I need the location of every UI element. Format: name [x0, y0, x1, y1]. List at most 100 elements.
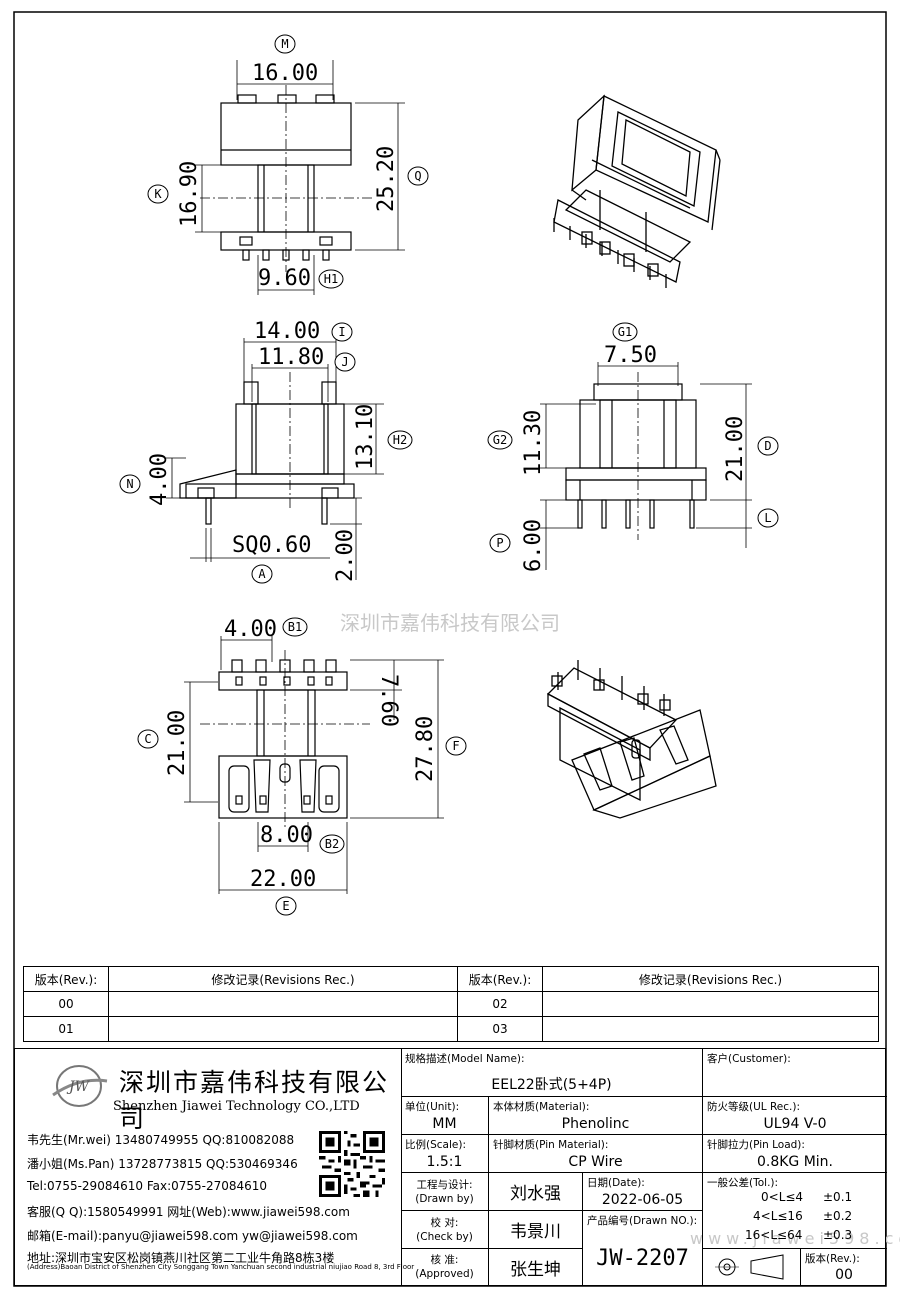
- dim-value: 16.90: [177, 161, 202, 227]
- check-by-value: 韦景川: [489, 1211, 583, 1249]
- svg-text:H1: H1: [324, 272, 338, 286]
- dim-balloon: K: [147, 184, 169, 204]
- dim-balloon: D: [757, 436, 779, 456]
- ul-cell: 防火等级(UL Rec.): UL94 V-0: [703, 1097, 887, 1135]
- dim-balloon: C: [137, 729, 159, 749]
- svg-text:JW: JW: [66, 1079, 91, 1095]
- isometric-view-bottom: [546, 660, 717, 819]
- check-by-label: 校 对: (Check by): [401, 1211, 489, 1249]
- dim-value: 14.00: [254, 319, 320, 344]
- dim-balloon: M: [274, 34, 296, 54]
- svg-text:A: A: [258, 567, 266, 581]
- rec-cell: [108, 991, 458, 1017]
- bottom-view-dims: [184, 636, 444, 894]
- drawn-no-cell: 产品编号(Drawn NO.): JW-2207: [583, 1211, 703, 1285]
- isometric-view-top: [553, 94, 721, 288]
- dim-balloon: H1: [318, 269, 344, 289]
- svg-text:P: P: [496, 536, 503, 550]
- title-block: JW 深圳市嘉伟科技有限公司 Shenzhen Jiawei Technolog…: [14, 1048, 887, 1286]
- dim-value: 2.00: [333, 529, 358, 582]
- dim-balloon: J: [334, 352, 356, 372]
- table-row: 00 02: [23, 991, 879, 1017]
- dim-value: 16.00: [252, 61, 318, 86]
- rev-cell: 00: [23, 991, 109, 1017]
- top-view: [200, 85, 372, 272]
- dim-balloon: F: [445, 736, 467, 756]
- sheet-frame: [13, 11, 887, 1287]
- contact-line: 潘小姐(Ms.Pan) 13728773815 QQ:530469346: [27, 1157, 298, 1171]
- dim-balloon: E: [275, 896, 297, 916]
- dim-value: 22.00: [250, 867, 316, 892]
- drawn-by-label: 工程与设计: (Drawn by): [401, 1173, 489, 1211]
- watermark-url: www.jiawei598.com: [690, 1229, 900, 1248]
- rec-cell: [108, 1016, 458, 1042]
- dim-balloon: I: [331, 322, 353, 342]
- svg-text:B1: B1: [288, 620, 302, 634]
- dim-value: 21.00: [165, 710, 190, 776]
- dim-value: 11.80: [258, 345, 324, 370]
- contact-line: Tel:0755-29084610 Fax:0755-27084610: [27, 1179, 268, 1193]
- rev-cell: 02: [457, 991, 543, 1017]
- dim-value: 6.00: [521, 519, 546, 572]
- version-cell: 版本(Rev.): 00: [805, 1253, 860, 1283]
- address-en: (Address)Baoan District of Shenzhen City…: [27, 1263, 415, 1271]
- company-name-cn: 深圳市嘉伟科技有限公司: [119, 1068, 390, 1133]
- dim-value: 7.50: [604, 343, 657, 368]
- dim-value: 4.00: [147, 453, 172, 506]
- dim-balloon: B2: [319, 834, 345, 854]
- svg-text:F: F: [452, 739, 459, 753]
- material-cell: 本体材质(Material): Phenolinc: [489, 1097, 703, 1135]
- approved-label: 核 准: (Approved): [401, 1249, 489, 1285]
- rev-cell: 01: [23, 1016, 109, 1042]
- svg-text:J: J: [341, 355, 348, 369]
- svg-text:N: N: [126, 477, 133, 491]
- rev-cell: 03: [457, 1016, 543, 1042]
- svg-text:K: K: [154, 187, 162, 201]
- dim-value: 11.30: [521, 410, 546, 476]
- top-view-dims: [195, 60, 405, 295]
- third-angle-projection-icon: [715, 1254, 784, 1280]
- front-view: [179, 372, 355, 525]
- dim-value: 13.10: [353, 404, 378, 470]
- dim-balloon: N: [119, 474, 141, 494]
- dim-balloon: B1: [282, 617, 308, 637]
- dim-balloon: L: [757, 508, 779, 528]
- dim-balloon: H2: [387, 430, 413, 450]
- contact-line: 客服(Q Q):1580549991 网址(Web):www.jiawei598…: [27, 1205, 350, 1219]
- rev-header: 版本(Rev.):: [457, 966, 543, 992]
- tolerance-cell: 一般公差(Tol.): 0<L≤4 ±0.1 4<L≤16 ±0.2 16<L≤…: [703, 1173, 887, 1249]
- projection-cell: [703, 1249, 801, 1285]
- approved-value: 张生坤: [489, 1249, 583, 1285]
- dim-balloon: A: [251, 564, 273, 584]
- table-row: 01 03: [23, 1016, 879, 1042]
- rev-record-header: 修改记录(Revisions Rec.): [542, 966, 879, 992]
- side-view: [565, 372, 707, 540]
- rec-cell: [542, 991, 879, 1017]
- pin-material-cell: 针脚材质(Pin Material): CP Wire: [489, 1135, 703, 1173]
- svg-text:M: M: [281, 37, 288, 51]
- contact-line: 韦先生(Mr.wei) 13480749955 QQ:810082088: [27, 1133, 295, 1147]
- rev-header: 版本(Rev.):: [23, 966, 109, 992]
- dim-balloon: G1: [612, 322, 638, 342]
- address-line: 地址:深圳市宝安区松岗镇燕川社区第二工业牛角路8栋3楼: [27, 1251, 335, 1265]
- svg-text:L: L: [764, 511, 771, 525]
- svg-text:H2: H2: [393, 433, 407, 447]
- unit-cell: 单位(Unit): MM: [401, 1097, 489, 1135]
- front-view-dims: [166, 338, 384, 580]
- rev-record-header: 修改记录(Revisions Rec.): [108, 966, 458, 992]
- dim-value: 25.20: [374, 146, 399, 212]
- company-info: JW 深圳市嘉伟科技有限公司 Shenzhen Jiawei Technolog…: [15, 1049, 414, 1285]
- svg-text:E: E: [282, 899, 289, 913]
- svg-text:Q: Q: [414, 169, 421, 183]
- watermark-text: 深圳市嘉伟科技有限公司: [340, 611, 560, 635]
- dim-balloon: G2: [487, 430, 513, 450]
- svg-text:I: I: [338, 325, 345, 339]
- customer-cell: 客户(Customer):: [703, 1049, 887, 1097]
- date-cell: 日期(Date): 2022-06-05: [583, 1173, 703, 1211]
- dim-value: 9.60: [258, 266, 311, 291]
- rec-cell: [542, 1016, 879, 1042]
- dim-value: 7.60: [376, 674, 401, 727]
- pin-load-cell: 针脚拉力(Pin Load): 0.8KG Min.: [703, 1135, 887, 1173]
